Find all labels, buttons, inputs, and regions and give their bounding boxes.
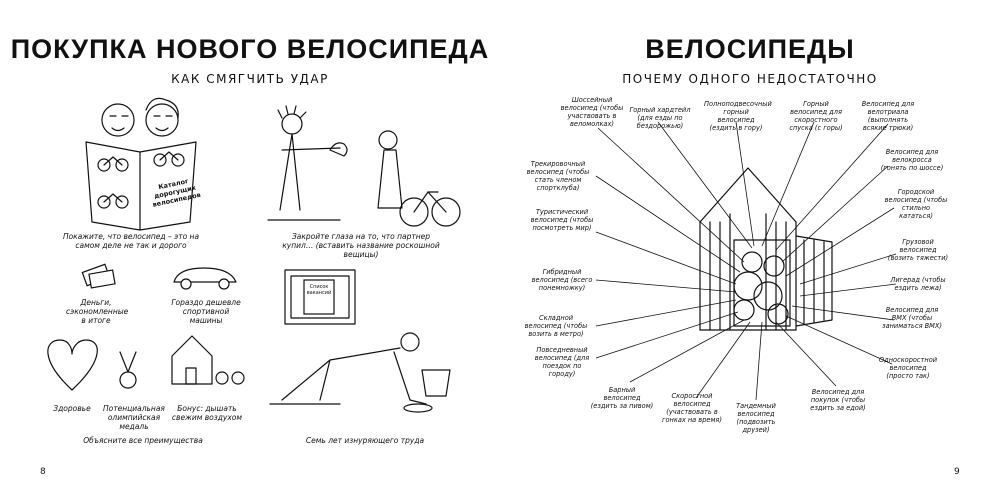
left-page-title: ПОКУПКА НОВОГО ВЕЛОСИПЕДА (10, 34, 490, 64)
caption-explain: Объясните все преимущества (83, 436, 203, 445)
label-road-bike: Шоссейный велосипед (чтобы участвовать в… (560, 96, 624, 128)
left-illustrations (47, 97, 461, 413)
right-page-title: ВЕЛОСИПЕДЫ (645, 34, 855, 64)
job-list-sign: Список вакансий (306, 284, 332, 296)
left-page-subtitle: КАК СМЯГЧИТЬ УДАР (171, 72, 329, 86)
medal-illustration (119, 351, 137, 389)
job-list-board-illustration (284, 269, 356, 325)
heart-illustration (47, 339, 98, 391)
label-bmx: Велосипед для BMX (чтобы заниматься BMX) (882, 306, 942, 330)
label-recumbent: Лигерад (чтобы ездить лежа) (890, 276, 946, 292)
label-folding: Складной велосипед (чтобы возить в метро… (524, 314, 588, 338)
caption-bonus: Бонус: дышать свежим воздухом (171, 404, 243, 422)
right-page: ВЕЛОСИПЕДЫ ПОЧЕМУ ОДНОГО НЕДОСТАТОЧНО (500, 0, 1000, 500)
label-touring: Туристический велосипед (чтобы посмотрет… (530, 208, 594, 232)
label-trial: Велосипед для велотриала (выполнять всяк… (861, 100, 915, 132)
label-city: Городской велосипед (чтобы стильно катат… (884, 188, 948, 220)
label-tandem: Тандемный велосипед (подвозить друзей) (736, 402, 776, 434)
label-time-trial: Скоростной велосипед (участвовать в гонк… (662, 392, 722, 424)
label-shopping: Велосипед для покупок (чтобы ездить за е… (810, 388, 866, 412)
catalog-people-illustration (85, 97, 197, 231)
label-single-speed: Односкоростной велосипед (просто так) (878, 356, 938, 380)
sports-car-illustration (173, 267, 237, 290)
left-page-number: 8 (40, 467, 46, 477)
right-page-number: 9 (954, 467, 960, 477)
caption-cheaper: Гораздо дешевле спортивной машины (171, 298, 241, 325)
label-everyday: Повседневный велосипед (для поездок по г… (534, 346, 590, 378)
caption-show-cost: Покажите, что велосипед – это на самом д… (62, 232, 200, 250)
partner-illustration (267, 105, 461, 227)
caption-health: Здоровье (53, 404, 91, 413)
caption-close-eyes: Закройте глаза на то, что партнер купил…… (282, 232, 440, 259)
caption-medal: Потенциальная олимпийская медаль (103, 404, 165, 431)
label-cargo: Грузовой велосипед (возить тяжести) (887, 238, 949, 262)
scrubbing-man-illustration (269, 332, 451, 413)
label-training: Трекировочный велосипед (чтобы стать чле… (526, 160, 590, 192)
right-page-subtitle: ПОЧЕМУ ОДНОГО НЕДОСТАТОЧНО (622, 72, 878, 86)
left-page: ПОКУПКА НОВОГО ВЕЛОСИПЕДА КАК СМЯГЧИТЬ У… (10, 34, 490, 477)
house-illustration (171, 335, 245, 385)
bike-shed-illustration (699, 167, 833, 331)
caption-money: Деньги, сэкономленные в итоге (66, 298, 129, 325)
label-bar-bike: Барный велосипед (ездить за пивом) (590, 386, 654, 410)
label-hardtail: Горный хардтейл (для езды по бездорожью) (629, 106, 691, 130)
label-leader-lines (595, 121, 897, 401)
label-hybrid: Гибридный велосипед (всего понемножку) (531, 268, 593, 292)
money-illustration (81, 263, 116, 289)
label-downhill: Горный велосипед для скоростного спуска … (789, 100, 843, 132)
label-cyclocross: Велосипед для велокросса (гонять по шосс… (880, 148, 944, 172)
label-full-suspension: Полноподвесочный горный велосипед (ездит… (704, 100, 772, 132)
caption-seven-years: Семь лет изнуряющего труда (305, 436, 425, 445)
bike-shed-diagram (595, 121, 897, 401)
